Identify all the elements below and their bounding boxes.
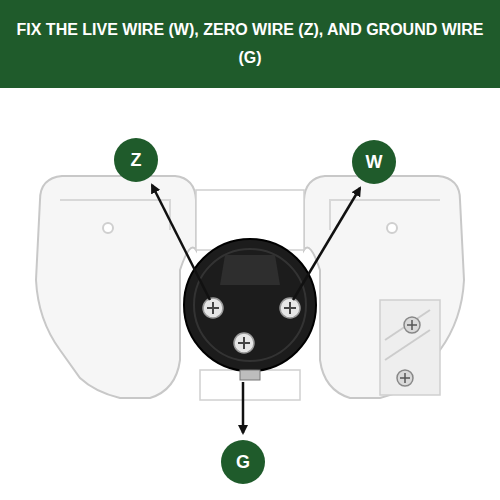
wire-label-circle: Z — [114, 138, 158, 182]
wire-letter: G — [236, 453, 250, 471]
banner-title: FIX THE LIVE WIRE (W), ZERO WIRE (Z), AN… — [10, 0, 490, 88]
wire-label-circle: G — [221, 440, 265, 484]
wire-letter: W — [366, 153, 383, 171]
title-banner — [0, 0, 500, 88]
wire-label-circle: W — [352, 140, 396, 184]
wire-letter: Z — [131, 151, 142, 169]
